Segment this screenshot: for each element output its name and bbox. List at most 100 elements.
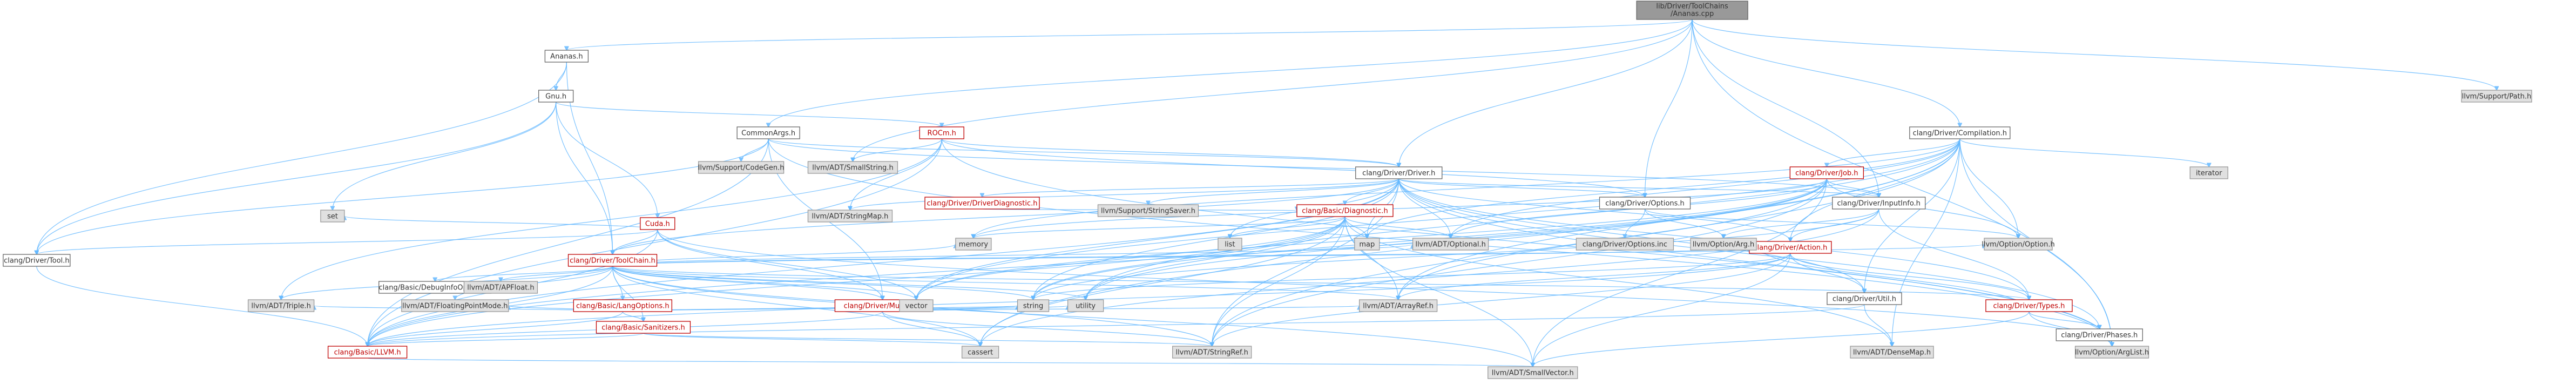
node-label: clang/Driver/Driver.h [1362,170,1435,178]
node-optarglist[interactable]: llvm/Option/ArgList.h [2074,346,2149,359]
node-root[interactable]: lib/Driver/ToolChains/Ananas.cpp [1636,1,1748,20]
node-driverdiag-h[interactable]: clang/Driver/DriverDiagnostic.h [924,197,1040,210]
edge-multilib_h-to-cassert [882,311,980,346]
node-box [1355,166,1443,179]
node-densemap[interactable]: llvm/ADT/DenseMap.h [1850,346,1934,359]
edge-root-to-inputinfo_h [1692,19,1879,197]
node-box [1296,204,1394,217]
node-label: ROCm.h [928,130,956,138]
node-box [1909,126,2011,139]
node-stringref[interactable]: llvm/ADT/StringRef.h [1172,346,1252,359]
node-options-inc[interactable]: clang/Driver/Options.inc [1576,238,1674,251]
node-stringsaver[interactable]: llvm/Support/StringSaver.h [1097,204,1199,217]
node-inputinfo-h[interactable]: clang/Driver/InputInfo.h [1832,197,1926,210]
edge-job_h-to-smallvector [1533,178,1827,367]
node-util-h[interactable]: clang/Driver/Util.h [1827,292,1902,305]
edge-root-to-options_h [1645,19,1693,197]
node-label: llvm/Support/StringSaver.h [1101,207,1195,215]
edge-gnu_h-to-tool_h [37,102,557,254]
edge-driver_h-to-optional [1398,178,1451,238]
node-box [573,299,672,312]
edge-compilation_h-to-optoption [1959,138,2018,238]
node-cuda-h[interactable]: Cuda.h [640,217,675,230]
node-gnu-h[interactable]: Gnu.h [538,90,574,103]
edge-sanitizers_h-to-cassert [643,333,980,346]
node-action-h[interactable]: clang/Driver/Action.h [1749,241,1832,254]
node-label: clang/Driver/Job.h [1795,170,1858,178]
node-box [736,126,800,139]
edge-root-to-commonargs_h [768,19,1693,127]
edge-driver_h-to-options_h [1398,178,1645,197]
node-ananas-h[interactable]: Ananas.h [544,50,589,63]
node-phases-h[interactable]: clang/Driver/Phases.h [2056,328,2143,341]
node-label: clang/Driver/Compilation.h [1913,130,2007,138]
node-utility[interactable]: utility [1067,299,1104,312]
node-iterator[interactable]: iterator [2189,166,2228,179]
node-stringmap[interactable]: llvm/ADT/StringMap.h [807,210,893,223]
node-vector[interactable]: vector [899,299,934,312]
node-box [544,50,589,63]
node-box [1358,299,1438,312]
node-label: list [1225,241,1235,249]
node-label: /Ananas.cpp [1671,10,1714,18]
edge-root-to-smallstring [853,19,1693,161]
node-driver-h[interactable]: clang/Driver/Driver.h [1355,166,1443,179]
edge-compilation_h-to-iterator [1959,138,2209,167]
node-label: iterator [2196,170,2222,178]
edge-inputinfo_h-to-cassert [981,208,1879,346]
node-map[interactable]: map [1354,238,1380,251]
edge-diagnostic_h-to-memory [973,216,1346,238]
node-memory[interactable]: memory [955,238,992,251]
node-commonargs-h[interactable]: CommonArgs.h [736,126,800,139]
node-codegen[interactable]: llvm/Support/CodeGen.h [698,161,785,174]
node-smallstring[interactable]: llvm/ADT/SmallString.h [807,161,898,174]
node-sanitizers-h[interactable]: clang/Basic/Sanitizers.h [596,321,691,334]
node-diagnostic-h[interactable]: clang/Basic/Diagnostic.h [1296,204,1394,217]
edge-job_h-to-inputinfo_h [1826,178,1878,197]
edge-root-to-ananas_h [566,19,1693,50]
edge-driver_h-to-string [1033,178,1399,300]
node-label: llvm/Option/Option.h [1982,241,2054,249]
edge-action_h-to-types_h [1790,253,2029,300]
node-llvm-h[interactable]: clang/Basic/LLVM.h [327,346,408,359]
node-string[interactable]: string [1017,299,1050,312]
edge-commonargs_h-to-codegen [741,138,769,161]
node-label: set [327,213,338,221]
node-label: llvm/ADT/SmallVector.h [1492,369,1574,378]
node-types-h[interactable]: clang/Driver/Types.h [1985,299,2073,312]
node-optoption[interactable]: llvm/Option/Option.h [1982,238,2055,251]
edge-root-to-compilation_h [1692,19,1960,127]
edge-commonargs_h-to-tool_h [37,138,769,254]
edge-action_h-to-util_h [1790,253,1864,293]
edge-cuda_h-to-multilib_h [657,229,883,300]
node-optional[interactable]: llvm/ADT/Optional.h [1412,238,1489,251]
node-list[interactable]: list [1218,238,1242,251]
node-langoptions-h[interactable]: clang/Basic/LangOptions.h [573,299,672,312]
node-fpmode[interactable]: llvm/ADT/FloatingPointMode.h [401,299,509,312]
node-toolchain-h[interactable]: clang/Driver/ToolChain.h [567,254,658,267]
edge-rocm_h-to-stringmap [850,138,942,210]
node-label: clang/Basic/DebugInfoOptions.h [379,284,491,292]
node-set[interactable]: set [320,210,345,223]
node-arrayref[interactable]: llvm/ADT/ArrayRef.h [1358,299,1438,312]
node-box [1172,346,1252,359]
node-optarg[interactable]: llvm/Option/Arg.h [1690,238,1757,251]
node-options-h[interactable]: clang/Driver/Options.h [1599,197,1691,210]
node-triple[interactable]: llvm/ADT/Triple.h [247,299,315,312]
edge-action_h-to-arrayref [1398,253,1791,300]
node-support-path[interactable]: llvm/Support/Path.h [2461,90,2532,103]
node-compilation-h[interactable]: clang/Driver/Compilation.h [1909,126,2011,139]
node-box [1827,292,1902,305]
node-label: llvm/ADT/Triple.h [251,302,310,311]
node-label: string [1023,302,1043,311]
node-label: Cuda.h [645,220,670,228]
node-apfloat[interactable]: llvm/ADT/APFloat.h [463,281,538,294]
node-rocm-h[interactable]: ROCm.h [919,126,964,139]
edge-gnu_h-to-toolchain_h [556,102,613,254]
node-cassert[interactable]: cassert [961,346,999,359]
node-label: llvm/ADT/DenseMap.h [1853,349,1931,357]
node-smallvector[interactable]: llvm/ADT/SmallVector.h [1488,366,1578,379]
node-label: llvm/ADT/Optional.h [1415,241,1486,249]
node-job-h[interactable]: clang/Driver/Job.h [1789,166,1864,179]
node-tool-h[interactable]: clang/Driver/Tool.h [3,254,71,267]
